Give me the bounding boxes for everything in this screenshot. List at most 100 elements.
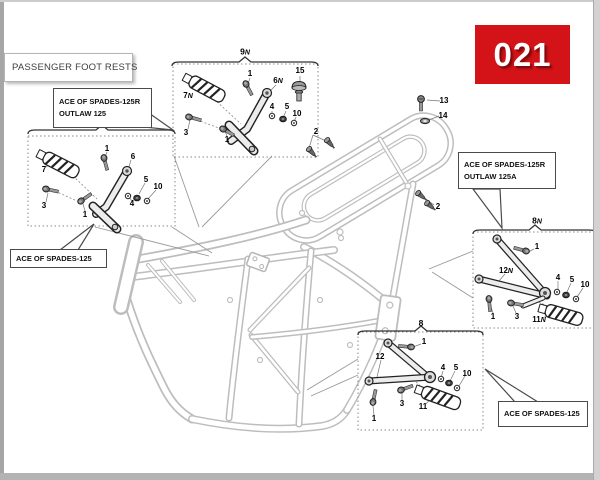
footpeg-part-7 (35, 149, 80, 179)
variant-label-line: ACE OF SPADES-125R (464, 159, 546, 169)
screw-part (305, 146, 317, 158)
page-number-badge: 021 (475, 25, 570, 84)
part-number-callout: 11 (418, 402, 428, 411)
cluster-pointer-lines (94, 155, 474, 397)
washer-part (268, 112, 276, 120)
washer-part (553, 288, 561, 296)
bracket-part-6 (88, 165, 133, 234)
part-number-callout: 3 (399, 399, 405, 408)
part-number-callout: 6N (273, 76, 283, 86)
washer-part (453, 384, 461, 392)
diagram-title-box: PASSENGER FOOT RESTS (4, 53, 137, 82)
part-number-callout: 13 (439, 96, 449, 105)
nut-part (445, 379, 453, 387)
variant-label-line: ACE OF SPADES-125 (504, 409, 580, 419)
bolt-part (185, 113, 202, 122)
screw-part-13 (417, 95, 425, 112)
part-number-callout: 4 (129, 199, 135, 208)
cluster-boxes (27, 63, 597, 431)
part-number-callout: 1 (247, 69, 253, 78)
bolt-part (42, 185, 59, 194)
part-number-callout: 7N (183, 91, 193, 101)
footpeg-part-11N (537, 303, 584, 326)
part-number-callout: 3 (41, 201, 47, 210)
washer-part (124, 192, 132, 200)
part-number-callout: 10 (292, 109, 302, 118)
part-number-callout: 4 (555, 273, 561, 282)
washer-part-14 (420, 117, 430, 125)
part-number-callout: 1 (490, 312, 496, 321)
part-number-callout: 5 (569, 275, 575, 284)
screw-part (415, 189, 427, 201)
variant-label-pointer-bottom (484, 368, 541, 403)
screw-part (424, 199, 436, 211)
bolt-part (485, 295, 493, 312)
part-number-callout: 1 (82, 210, 88, 219)
part-number-callout: 10 (153, 182, 163, 191)
part-number-callout: 5 (284, 102, 290, 111)
nut-part (562, 291, 570, 299)
part-number-callout: 10 (462, 369, 472, 378)
part-number-callout: 4 (440, 363, 446, 372)
page-title: PASSENGER FOOT RESTS (12, 62, 138, 73)
part-number-callout: 11N (532, 315, 546, 325)
variant-label-left: ACE OF SPADES-125 (10, 249, 107, 268)
bolt-part (513, 246, 530, 255)
motorcycle-frame-drawing (113, 112, 454, 433)
variant-label-line: ACE OF SPADES-125R (59, 97, 141, 107)
part-number-callout: 3 (514, 312, 520, 321)
hanger-arm-part (364, 338, 437, 386)
variant-label-line: OUTLAW 125 (59, 109, 107, 118)
group-qty-label: 8 (418, 317, 424, 328)
washer-part (572, 295, 580, 303)
variant-label-bottom: ACE OF SPADES-125 (498, 401, 588, 427)
page-edge (0, 0, 600, 2)
group-qty-label: 9N (240, 46, 250, 57)
part-number-callout: 5 (143, 175, 149, 184)
bolt-part (507, 299, 524, 307)
part-number-callout: 14 (438, 111, 448, 120)
part-number-callout: 1 (371, 414, 377, 423)
nut-part (133, 194, 141, 202)
part-number-callout: 4 (269, 102, 275, 111)
bracket-part-6N (224, 87, 273, 156)
bolt-part (100, 154, 109, 171)
washer-part (290, 119, 298, 127)
part-number-callout: 10 (580, 280, 590, 289)
bolt-part (242, 80, 254, 97)
nut-part (279, 115, 287, 123)
hanger-arm-part (474, 234, 552, 309)
page-edge (593, 0, 600, 480)
variant-label-line: ACE OF SPADES-125 (16, 253, 92, 263)
variant-label-right: ACE OF SPADES-125R OUTLAW 125A (458, 152, 556, 189)
footpeg-part-7N (181, 72, 226, 103)
part-number-callout: 12 (375, 352, 385, 361)
bolt-part (369, 389, 378, 406)
part-number-callout: 7 (41, 165, 47, 174)
plug-part-15 (291, 81, 307, 102)
part-number-callout: 1 (534, 242, 540, 251)
part-number-callout: 12N (499, 266, 513, 276)
group-qty-label: 8N (532, 215, 542, 226)
page-edge (0, 473, 600, 480)
page-number: 021 (493, 35, 552, 73)
washer-part (143, 197, 151, 205)
part-number-callout: 6 (130, 152, 136, 161)
part-number-callout: 3 (183, 128, 189, 137)
bolt-part (77, 192, 93, 205)
variant-label-pointer-left (58, 223, 95, 251)
bolt-part (219, 125, 235, 137)
variant-label-pointer-right (471, 188, 503, 230)
variant-label-top: ACE OF SPADES-125R OUTLAW 125 (53, 88, 152, 128)
bolt-part (397, 384, 414, 394)
part-number-callout: 1 (104, 144, 110, 153)
part-number-callout: 1 (224, 135, 230, 144)
screw-part (323, 137, 335, 149)
part-number-callout: 2 (313, 127, 319, 136)
part-number-callout: 15 (295, 66, 305, 75)
washer-part (437, 375, 445, 383)
part-number-callout: 1 (421, 337, 427, 346)
variant-label-line: OUTLAW 125A (464, 171, 517, 181)
page-edge (0, 0, 4, 480)
